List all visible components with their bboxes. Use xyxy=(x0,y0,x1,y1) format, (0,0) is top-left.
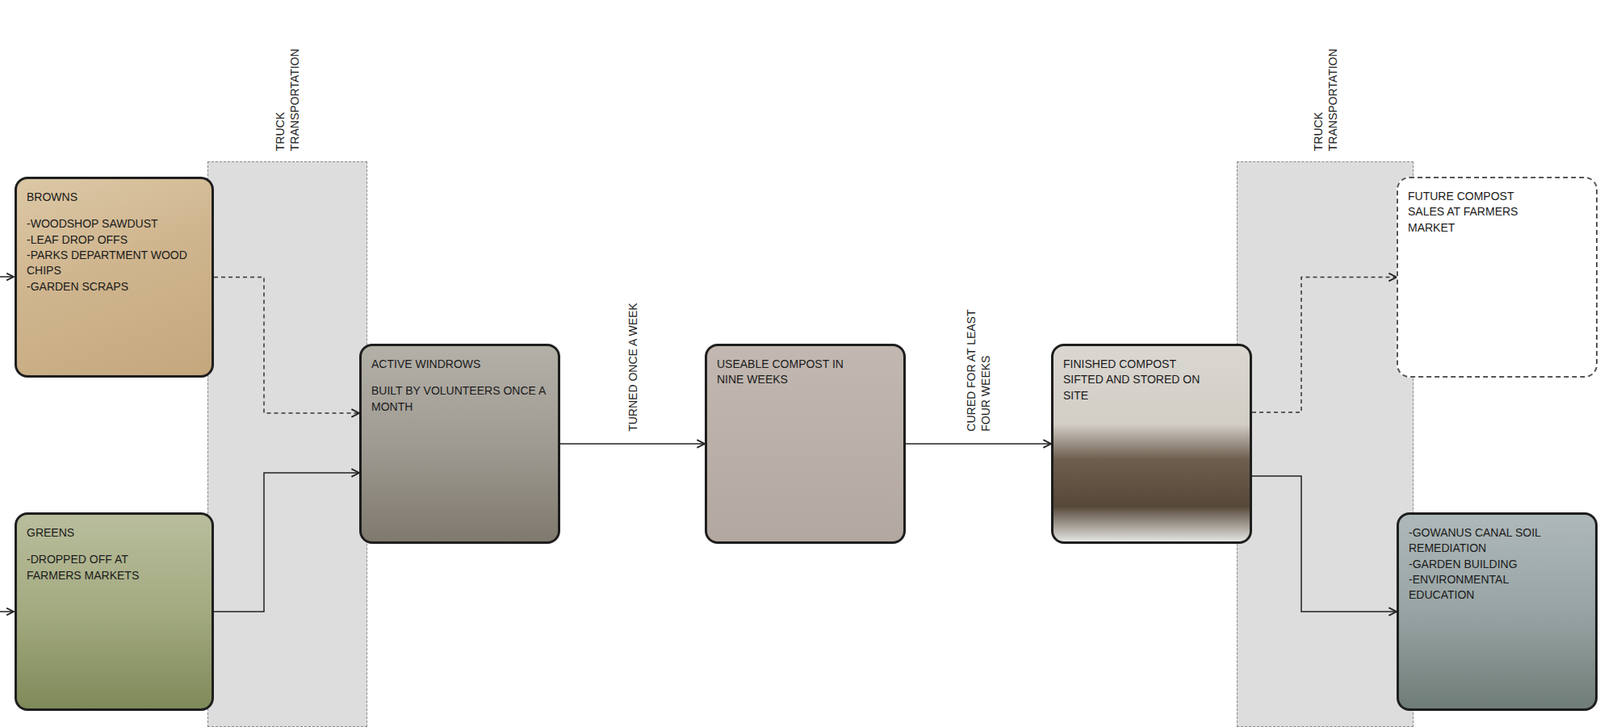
band-label: TRUCK TRANSPORTATION xyxy=(272,29,302,151)
transport-band: TRUCK TRANSPORTATION xyxy=(207,161,368,727)
box-text: -ENVIRONMENTAL EDUCATION xyxy=(1408,572,1567,604)
box-text: -WOODSHOP SAWDUST xyxy=(26,216,202,232)
box-text: -GARDEN BUILDING xyxy=(1408,557,1567,573)
box-text: BUILT BY VOLUNTEERS ONCE A MONTH xyxy=(371,383,549,415)
input-arrow xyxy=(0,611,14,613)
connector xyxy=(213,473,360,612)
box-text: -DROPPED OFF AT FARMERS MARKETS xyxy=(26,552,160,584)
input-box: BROWNS -WOODSHOP SAWDUST-LEAF DROP OFFS-P… xyxy=(14,176,214,378)
input-arrow xyxy=(0,276,14,278)
transport-band: TRUCK TRANSPORTATION xyxy=(1236,161,1414,727)
output-box: -GOWANUS CANAL SOIL REMEDIATION-GARDEN B… xyxy=(1396,512,1598,712)
box-heading: GREENS xyxy=(26,525,160,541)
connector xyxy=(1252,476,1397,612)
box-heading: ACTIVE WINDROWS xyxy=(371,356,549,373)
box-text: -GOWANUS CANAL SOIL REMEDIATION xyxy=(1408,525,1567,558)
box-heading: BROWNS xyxy=(26,189,202,206)
box-text: -GARDEN SCRAPS xyxy=(26,279,202,295)
connector xyxy=(905,443,1052,445)
box-text: -LEAF DROP OFFS xyxy=(26,232,202,248)
connector xyxy=(560,443,705,445)
edge-label: CURED FOR AT LEAST FOUR WEEKS xyxy=(963,297,993,432)
process-box: FINISHED COMPOST SIFTED AND STORED ON SI… xyxy=(1051,343,1253,545)
future-box: FUTURE COMPOST SALES AT FARMERS MARKET xyxy=(1396,176,1598,378)
connector xyxy=(1252,277,1397,414)
process-box: ACTIVE WINDROWS BUILT BY VOLUNTEERS ONCE … xyxy=(359,343,561,545)
box-text: -PARKS DEPARTMENT WOOD CHIPS xyxy=(26,247,202,280)
band-label: TRUCK TRANSPORTATION xyxy=(1310,29,1340,151)
edge-label: TURNED ONCE A WEEK xyxy=(625,302,641,432)
input-box: GREENS -DROPPED OFF AT FARMERS MARKETS xyxy=(14,512,214,712)
box-text: USEABLE COMPOST IN NINE WEEKS xyxy=(716,356,867,389)
box-text: FINISHED COMPOST SIFTED AND STORED ON SI… xyxy=(1063,356,1209,404)
box-text: FUTURE COMPOST SALES AT FARMERS MARKET xyxy=(1407,188,1542,236)
connector xyxy=(213,277,360,415)
process-box: USEABLE COMPOST IN NINE WEEKS xyxy=(704,343,906,545)
